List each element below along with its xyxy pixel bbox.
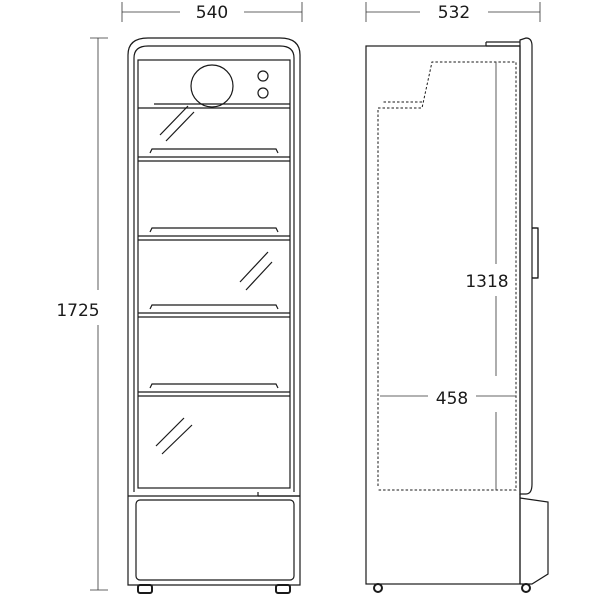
compressor-housing: [519, 497, 549, 585]
side-caster: [521, 583, 531, 593]
front-foot: [137, 584, 153, 594]
front-cabinet-outline: [127, 37, 301, 586]
front-view: [127, 37, 301, 594]
width-dimension-line: [121, 2, 303, 22]
interior-depth-label: 458: [436, 389, 468, 409]
height-dimension-line: [90, 37, 108, 591]
width-label: 540: [196, 3, 228, 23]
control-knob-icon: [257, 87, 269, 99]
front-glass-window: [137, 59, 291, 489]
side-door-profile: [519, 37, 539, 495]
side-caster: [373, 583, 383, 593]
glass-reflection-icon: [159, 105, 195, 142]
side-cabinet-outline: [365, 45, 521, 585]
glass-reflection-icon: [155, 417, 193, 455]
height-label: 1725: [56, 301, 99, 321]
front-shelf: [138, 148, 290, 162]
front-door-frame: [133, 45, 295, 492]
door-handle: [531, 227, 539, 279]
front-shelf: [138, 304, 290, 318]
front-kickplate: [135, 499, 295, 581]
side-view: [365, 37, 549, 593]
interior-height-label: 1318: [465, 272, 508, 292]
control-knob-icon: [257, 70, 269, 82]
front-foot: [275, 584, 291, 594]
thermostat-dial-icon: [190, 64, 234, 108]
front-shelf: [138, 227, 290, 241]
front-shelf: [138, 383, 290, 397]
depth-label: 532: [438, 3, 470, 23]
depth-dimension-line: [365, 2, 541, 22]
glass-reflection-icon: [239, 251, 273, 291]
interior-volume-outline: [377, 61, 517, 491]
